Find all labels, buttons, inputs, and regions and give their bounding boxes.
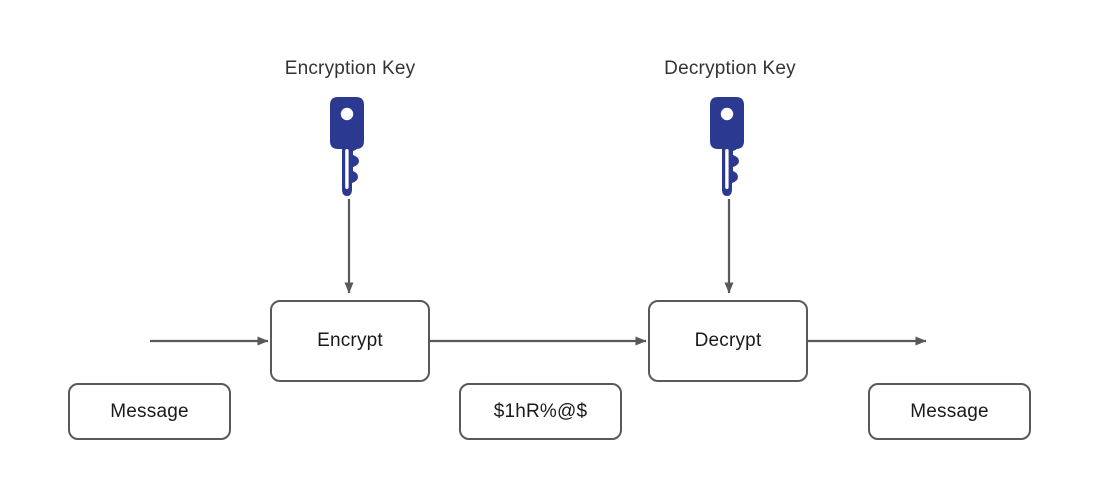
plaintext-output-box[interactable]: Message [868, 383, 1031, 440]
decryption-key-icon [710, 97, 752, 204]
encryption-key-icon [330, 97, 372, 204]
decrypt-process-box[interactable]: Decrypt [648, 300, 808, 382]
decryption-key-label: Decryption Key [664, 58, 796, 79]
encryption-key-label: Encryption Key [284, 58, 416, 79]
plaintext-input-box[interactable]: Message [68, 383, 231, 440]
ciphertext-box[interactable]: $1hR%@$ [459, 383, 622, 440]
encrypt-process-box[interactable]: Encrypt [270, 300, 430, 382]
